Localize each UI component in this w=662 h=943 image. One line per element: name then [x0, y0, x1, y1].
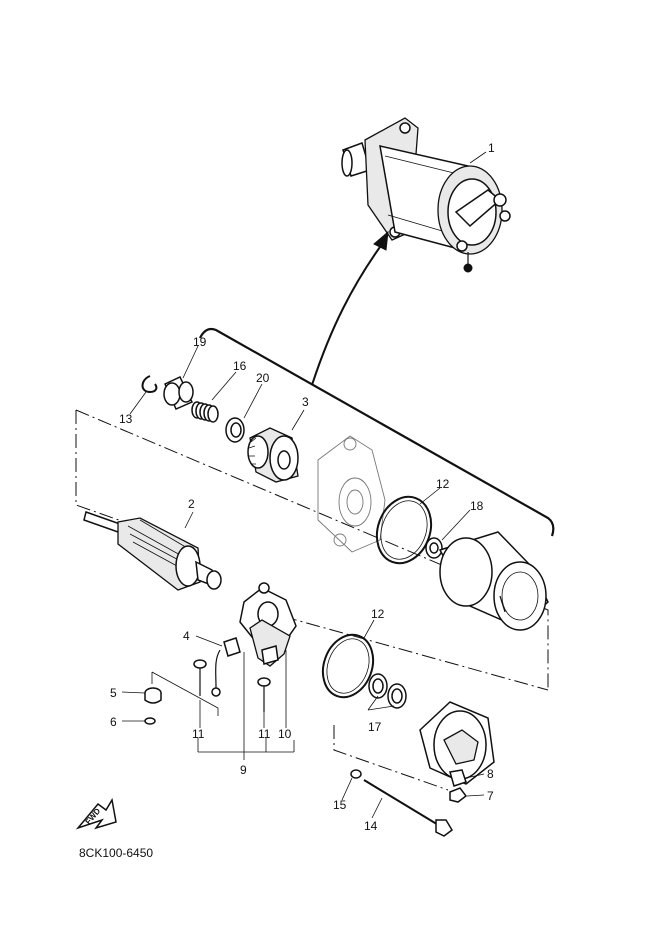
callout-20: 20 [256, 371, 270, 385]
callout-3: 3 [302, 395, 309, 409]
assembly-arrow [311, 230, 389, 386]
callout-2: 2 [188, 497, 195, 511]
part-12-o-ring-lower [321, 633, 375, 699]
part-11-screw-right [257, 677, 271, 712]
part-1-starter-motor [341, 117, 511, 273]
part-15-o-ring [350, 769, 362, 779]
callout-12-lower: 12 [371, 607, 385, 621]
part-12-o-ring-upper [375, 495, 433, 565]
part-13-circlip [141, 375, 158, 394]
callout-6: 6 [110, 715, 117, 729]
callout-5: 5 [110, 686, 117, 700]
part-5-cap [144, 687, 162, 704]
callout-10: 10 [278, 727, 292, 741]
part-8-nut [449, 769, 467, 787]
leader-lines [121, 151, 487, 819]
callouts: 1 2 3 4 5 6 7 8 9 10 11 11 12 12 13 14 1… [110, 141, 495, 833]
callout-8: 8 [487, 767, 494, 781]
diagram-code: 8CK100-6450 [79, 846, 154, 860]
part-6-washer [144, 717, 156, 725]
alignment-line-end [333, 725, 449, 791]
part-10-brush-holder [249, 619, 291, 667]
part-7-nut [449, 787, 468, 803]
callout-15: 15 [333, 798, 347, 812]
fwd-arrow-icon: FWD [75, 797, 117, 830]
part-14-bolt [363, 779, 453, 837]
callout-16: 16 [233, 359, 247, 373]
part-18-washer [425, 537, 443, 559]
callout-13: 13 [119, 412, 133, 426]
part-16-spring [191, 401, 219, 423]
callout-11-right: 11 [258, 727, 271, 741]
callout-18: 18 [470, 499, 484, 513]
part-2-armature [83, 511, 222, 591]
callout-12-upper: 12 [436, 477, 450, 491]
part-20-washer [225, 417, 245, 443]
callout-9: 9 [240, 763, 247, 777]
callout-1: 1 [488, 141, 495, 155]
callout-19: 19 [193, 335, 207, 349]
part-19-collar [163, 376, 194, 410]
alignment-line-main [75, 409, 549, 690]
callout-7: 7 [487, 789, 494, 803]
part-11-screw-left [193, 659, 207, 696]
alignment-line-low [259, 609, 549, 691]
callout-4: 4 [183, 629, 190, 643]
yoke-housing [438, 531, 549, 631]
assembly-bracket [199, 327, 555, 537]
callout-11-left: 11 [192, 727, 205, 741]
part-3-clutch-gear [247, 427, 299, 483]
part-4-brush-set [211, 637, 241, 697]
part-17-washers [368, 673, 407, 709]
rear-cover [419, 701, 495, 785]
callout-14: 14 [364, 819, 378, 833]
front-cover [317, 435, 386, 553]
callout-17: 17 [368, 720, 382, 734]
